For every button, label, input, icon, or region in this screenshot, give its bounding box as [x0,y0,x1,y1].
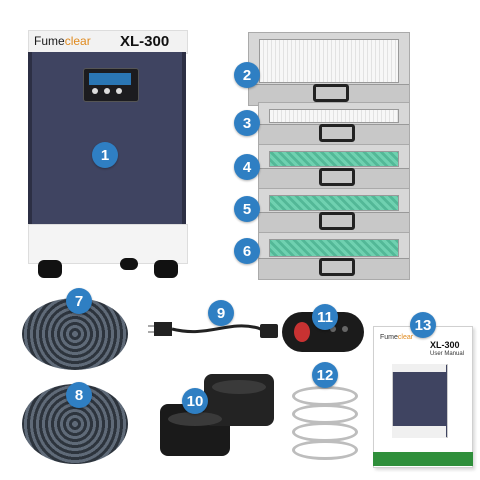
badge-3: 3 [234,110,260,136]
filter-handle [319,258,355,276]
badge-7: 7 [66,288,92,314]
control-panel-display [89,73,131,85]
remote-power-button [294,322,310,342]
control-button [104,88,110,94]
manual-model-label: XL-300 [430,340,460,350]
hose-clamp [292,422,358,442]
badge-4: 4 [234,154,260,180]
filter-handle [319,212,355,230]
unit-brand-logo: Fumeclear [34,34,91,48]
manual-footer-band [373,452,473,466]
power-cable [148,322,278,338]
badge-6: 6 [234,238,260,264]
control-button [116,88,122,94]
filter-handle [319,124,355,142]
badge-13: 13 [410,312,436,338]
manual-subtitle: User Manual [430,351,465,357]
badge-8: 8 [66,382,92,408]
adapter-opening [168,412,222,426]
badge-1: 1 [92,142,118,168]
hose-clamp [292,440,358,460]
filter-6-carbon [258,232,410,280]
manual-unit-image [392,364,448,438]
unit-base [28,224,188,264]
badge-2: 2 [234,62,260,88]
caster-wheel [154,260,178,278]
filter-handle [313,84,349,102]
control-button [92,88,98,94]
remote-button [342,326,348,332]
unit-model-label: XL-300 [120,33,170,50]
hose-clamp [292,404,358,424]
manual-brand-logo: Fumeclear [380,334,414,341]
filter-2-pre-filter [248,32,410,106]
badge-5: 5 [234,196,260,222]
badge-11: 11 [312,304,338,330]
badge-9: 9 [208,300,234,326]
hose-clamp [292,386,358,406]
badge-12: 12 [312,362,338,388]
filter-5-carbon [258,188,410,234]
caster-wheel [38,260,62,278]
manual-unit-top [392,364,446,372]
adapter-opening [212,380,266,394]
filter-4-carbon [258,144,410,190]
remote-button [330,326,336,332]
caster-wheel [120,258,138,270]
badge-10: 10 [182,388,208,414]
manual-unit-base [392,426,446,438]
filter-3-hepa [258,102,410,146]
filter-handle [319,168,355,186]
